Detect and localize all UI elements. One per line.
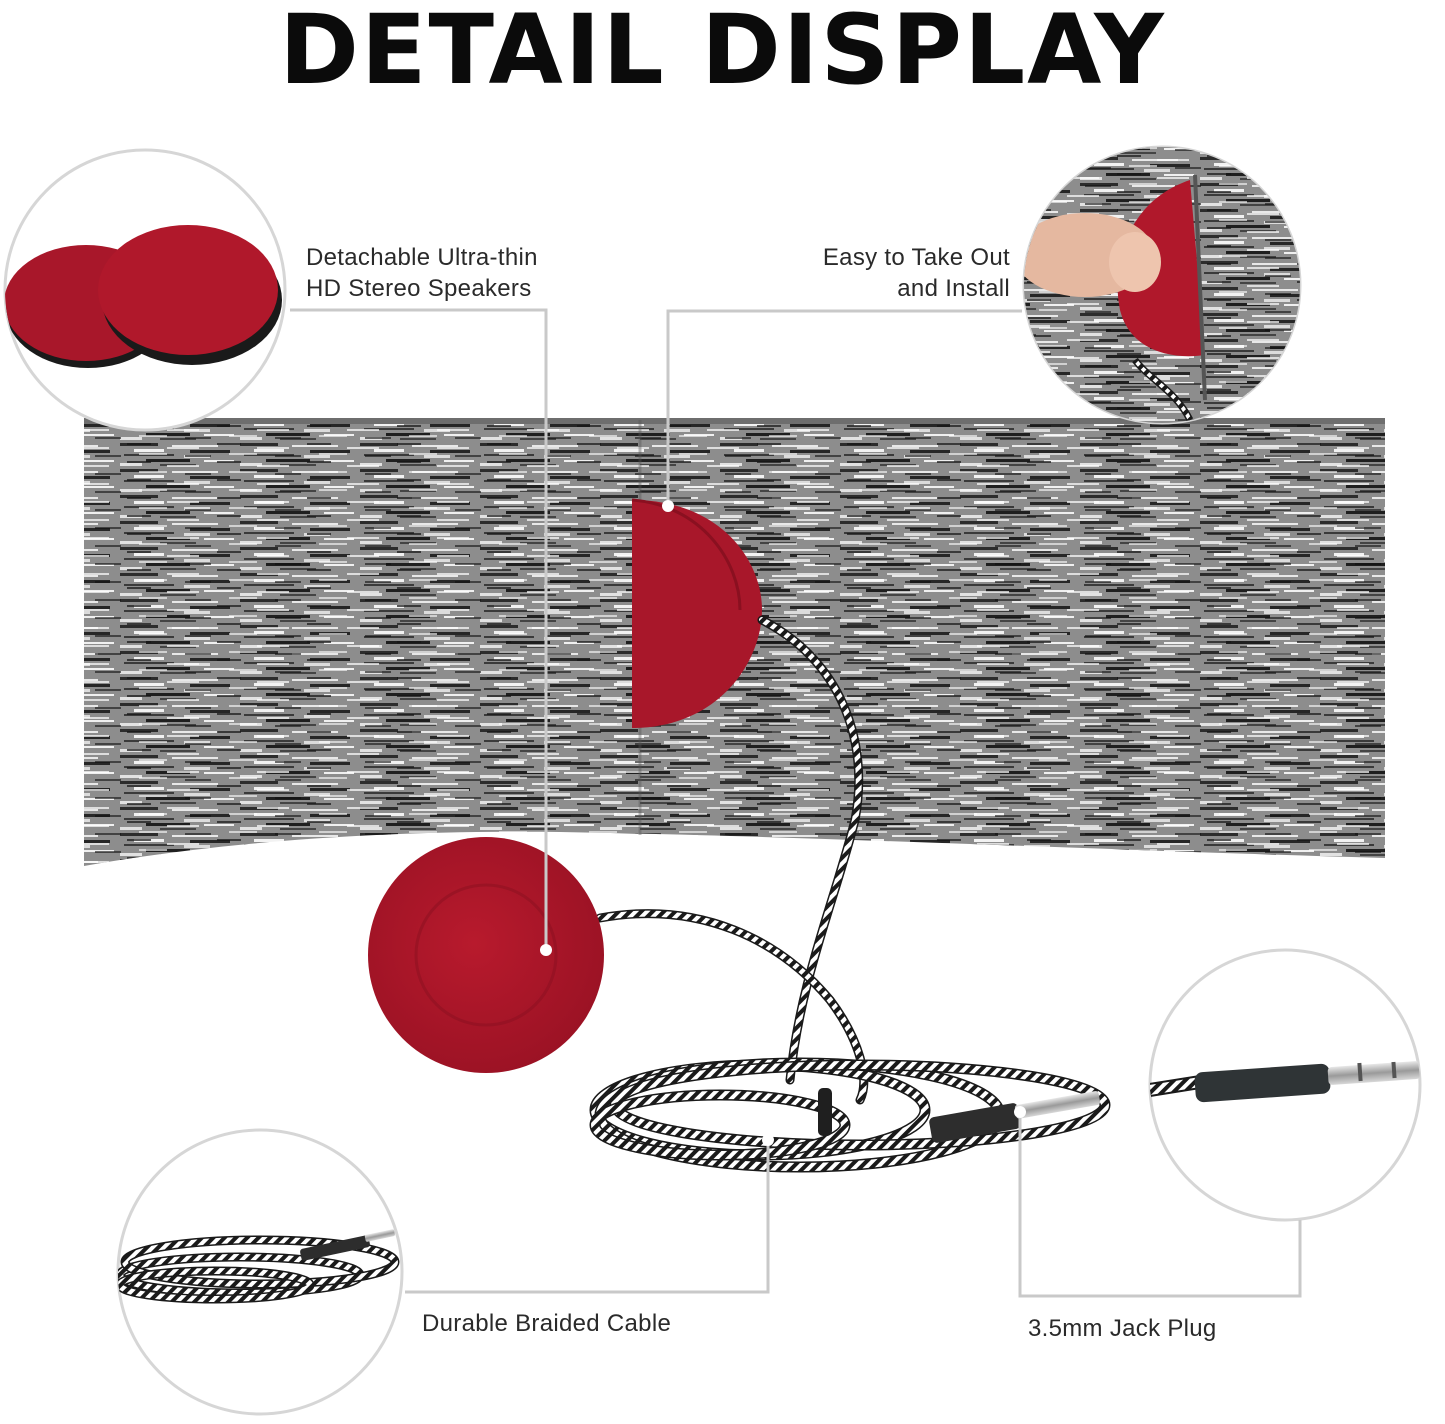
callout-install: Easy to Take Out and Install [760,242,1010,304]
detail-circle-cable [116,1128,404,1416]
callout-install-line2: and Install [897,275,1010,302]
callout-install-line1: Easy to Take Out [822,244,1010,271]
detail-circle-jack [1148,948,1422,1222]
callout-speakers: Detachable Ultra-thin HD Stereo Speakers [306,242,538,304]
leader-lines [290,308,1302,1298]
page-title: DETAIL DISPLAY [279,0,1166,106]
braided-cable [589,615,1111,1173]
detail-circle-speakers [3,148,287,432]
jack-plug [929,1091,1101,1143]
callout-speakers-line1: Detachable Ultra-thin [306,244,538,271]
callout-speakers-line2: HD Stereo Speakers [306,275,532,302]
speaker-in-pocket [631,498,762,728]
round-speaker [368,837,604,1073]
leader-dots [540,500,1026,1146]
callout-jack: 3.5mm Jack Plug [1028,1315,1217,1342]
detail-circle-install [1022,145,1302,425]
callout-cable: Durable Braided Cable [422,1310,672,1337]
